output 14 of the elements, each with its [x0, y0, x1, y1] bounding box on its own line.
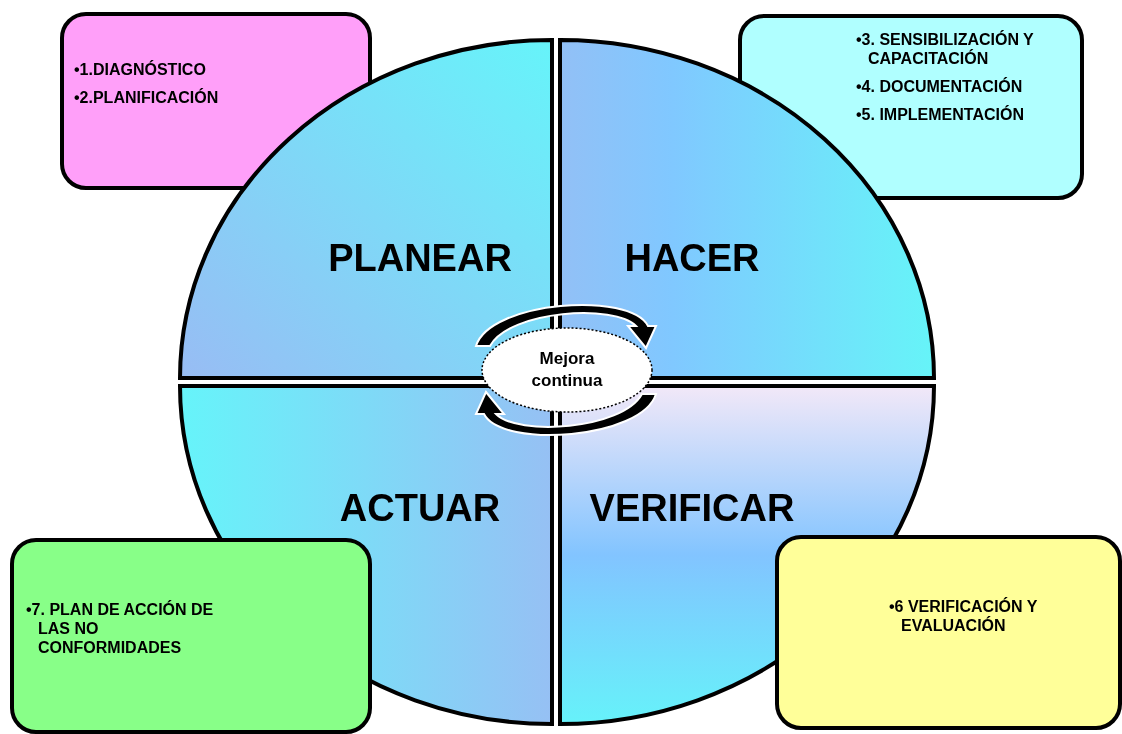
step-item: •5. IMPLEMENTACIÓN: [856, 105, 1025, 124]
step-box: [10, 538, 372, 734]
phase-label: PLANEAR: [328, 235, 512, 281]
phase-label: ACTUAR: [339, 485, 501, 531]
step-item: •2.PLANIFICACIÓN: [74, 88, 220, 107]
phase-label: VERIFICAR: [589, 485, 795, 531]
step-item: •4. DOCUMENTACIÓN: [856, 77, 1024, 96]
step-item: •1.DIAGNÓSTICO: [74, 60, 207, 79]
step-box: [775, 535, 1122, 730]
center-label: Mejora continua: [530, 348, 604, 392]
step-item: •6 VERIFICACIÓN Y EVALUACIÓN: [889, 597, 1039, 635]
step-item: •3. SENSIBILIZACIÓN Y CAPACITACIÓN: [856, 30, 1035, 68]
step-item: •7. PLAN DE ACCIÓN DE LAS NO CONFORMIDADES: [26, 600, 215, 657]
phase-label: HACER: [624, 235, 760, 281]
